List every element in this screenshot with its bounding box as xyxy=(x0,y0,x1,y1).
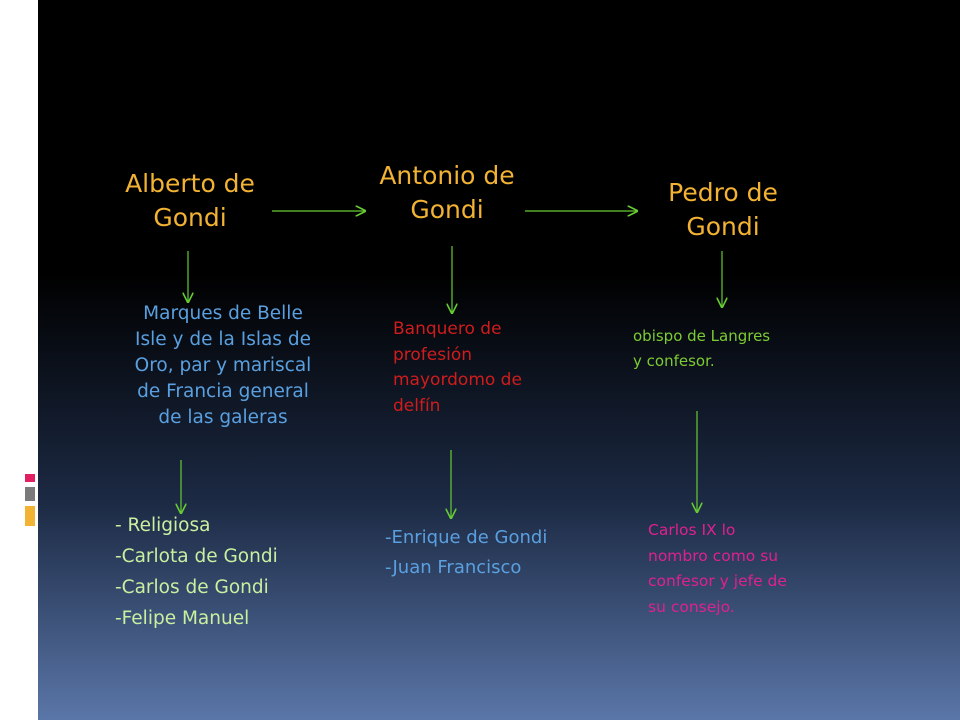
list-antonio: -Enrique de Gondi -Juan Francisco xyxy=(385,523,547,583)
list-item: Carlos IX lo xyxy=(648,521,736,539)
desc-line: Oro, par y mariscal xyxy=(134,355,312,376)
deco-bar-top-1 xyxy=(22,0,32,150)
deco-bar-top-4 xyxy=(22,100,38,103)
desc-line: Marques de Belle xyxy=(143,303,303,324)
slide-background xyxy=(38,0,960,720)
list-pedro: Carlos IX lo nombro como su confesor y j… xyxy=(648,518,787,620)
list-item: -Carlos de Gondi xyxy=(115,577,269,598)
desc-line: de Francia general xyxy=(137,381,309,402)
deco-bar-top-3 xyxy=(22,72,38,75)
list-item: -Felipe Manuel xyxy=(115,608,250,629)
desc-line: delfín xyxy=(393,395,441,416)
title-line: Alberto de xyxy=(125,169,255,198)
title-line: Pedro de xyxy=(668,178,778,207)
list-item: confesor y jefe de xyxy=(648,572,787,590)
list-item: -Juan Francisco xyxy=(385,557,522,578)
desc-line: profesión xyxy=(393,344,473,365)
list-alberto: - Religiosa -Carlota de Gondi -Carlos de… xyxy=(115,510,278,634)
list-item: -Enrique de Gondi xyxy=(385,527,548,548)
desc-line: mayordomo de xyxy=(393,370,522,390)
desc-line: y confesor. xyxy=(633,352,715,370)
description-pedro: obispo de Langres y confesor. xyxy=(633,324,843,374)
deco-bar-yellow xyxy=(25,506,35,526)
node-title-antonio: Antonio de Gondi xyxy=(357,159,537,227)
list-item: - Religiosa xyxy=(115,515,211,536)
desc-line: Isle y de la Islas de xyxy=(135,329,311,350)
desc-line: de las galeras xyxy=(158,407,288,428)
list-item: -Carlota de Gondi xyxy=(115,546,278,567)
deco-bar-pink xyxy=(25,474,35,482)
title-line: Antonio de xyxy=(379,161,515,190)
desc-line: obispo de Langres xyxy=(633,327,771,345)
deco-bar-top-2 xyxy=(22,46,38,49)
list-item: su consejo. xyxy=(648,597,735,616)
decorative-sidebar xyxy=(0,0,38,720)
list-item: nombro como su xyxy=(648,546,779,565)
deco-bar-gray xyxy=(25,487,35,501)
description-alberto: Marques de Belle Isle y de la Islas de O… xyxy=(98,301,348,431)
title-line: Gondi xyxy=(153,203,227,232)
description-antonio: Banquero de profesión mayordomo de delfí… xyxy=(393,317,593,419)
node-title-pedro: Pedro de Gondi xyxy=(633,176,813,244)
title-line: Gondi xyxy=(686,212,760,241)
desc-line: Banquero de xyxy=(393,319,502,339)
node-title-alberto: Alberto de Gondi xyxy=(100,167,280,235)
title-line: Gondi xyxy=(410,195,484,224)
